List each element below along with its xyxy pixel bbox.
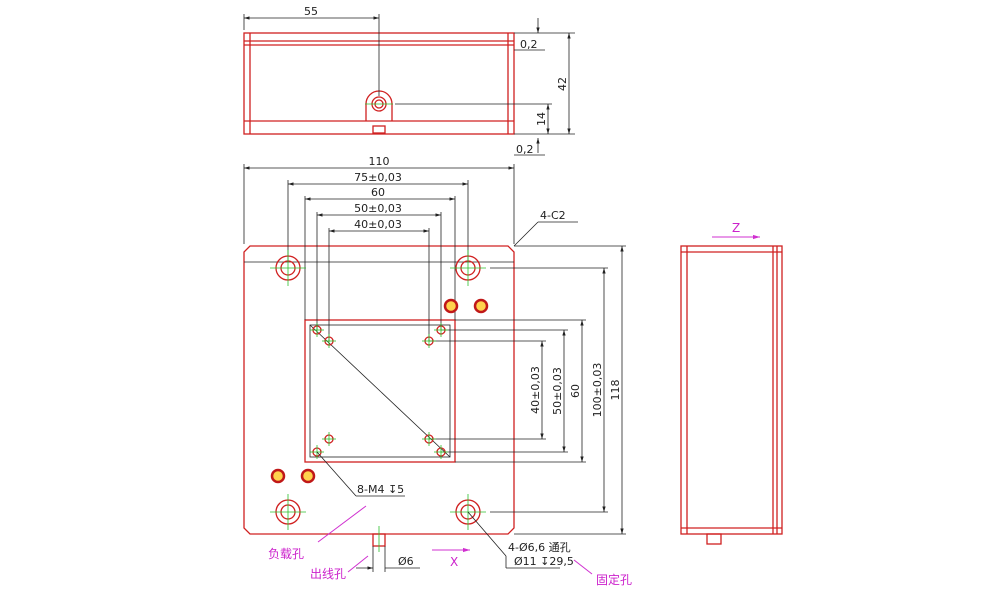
center-window <box>304 319 456 463</box>
pin-hole <box>473 298 489 314</box>
dim-40: 40±0,03 <box>354 218 402 231</box>
side-view-outline <box>680 245 783 535</box>
fixing-hole-label: 固定孔 <box>596 572 632 587</box>
vdim-100: 100±0,03 <box>591 363 604 418</box>
dim-gap-bottom: 0,2 <box>516 143 534 156</box>
outlet-hole-label: 出线孔 <box>310 567 346 581</box>
pin-hole <box>270 468 286 484</box>
top-outlet-slot <box>372 125 386 134</box>
hole-note-1: 4-Ø6,6 通孔 <box>508 541 571 554</box>
vdim-118: 118 <box>609 380 622 401</box>
dim-110: 110 <box>369 155 390 168</box>
pin-holes <box>270 298 489 484</box>
hole-note-2: Ø11 ↧29,5 <box>514 555 574 568</box>
dim-55: 55 <box>304 5 318 18</box>
dim-gap-top: 0,2 <box>520 38 538 51</box>
vdim-60: 60 <box>569 384 582 398</box>
m4-threaded-holes <box>310 323 448 459</box>
dim-14: 14 <box>535 112 548 126</box>
vdim-40: 40±0,03 <box>529 366 542 414</box>
side-view <box>680 245 783 545</box>
annotations: Z X 负载孔 出线孔 固定孔 <box>268 221 760 587</box>
dim-50: 50±0,03 <box>354 202 402 215</box>
fixing-holes <box>270 250 486 530</box>
chamfer-note: 4-C2 <box>540 209 566 222</box>
thread-note: 8-M4 ↧5 <box>357 483 404 496</box>
side-outlet <box>706 533 722 545</box>
front-view-outline <box>243 245 515 535</box>
dim-75: 75±0,03 <box>354 171 402 184</box>
pin-hole <box>300 468 316 484</box>
vdim-50: 50±0,03 <box>551 367 564 415</box>
load-hole-label: 负载孔 <box>268 547 304 561</box>
dim-60: 60 <box>371 186 385 199</box>
front-view: 110 75±0,03 60 50±0,03 40±0,03 4-C2 40±0… <box>243 155 626 572</box>
dim-42: 42 <box>556 77 569 91</box>
axis-x-label: X <box>450 555 458 569</box>
pin-hole <box>443 298 459 314</box>
axis-z-label: Z <box>732 221 740 235</box>
top-view: 55 42 14 0,2 0,2 <box>243 5 575 156</box>
outlet-dim: Ø6 <box>398 555 414 568</box>
